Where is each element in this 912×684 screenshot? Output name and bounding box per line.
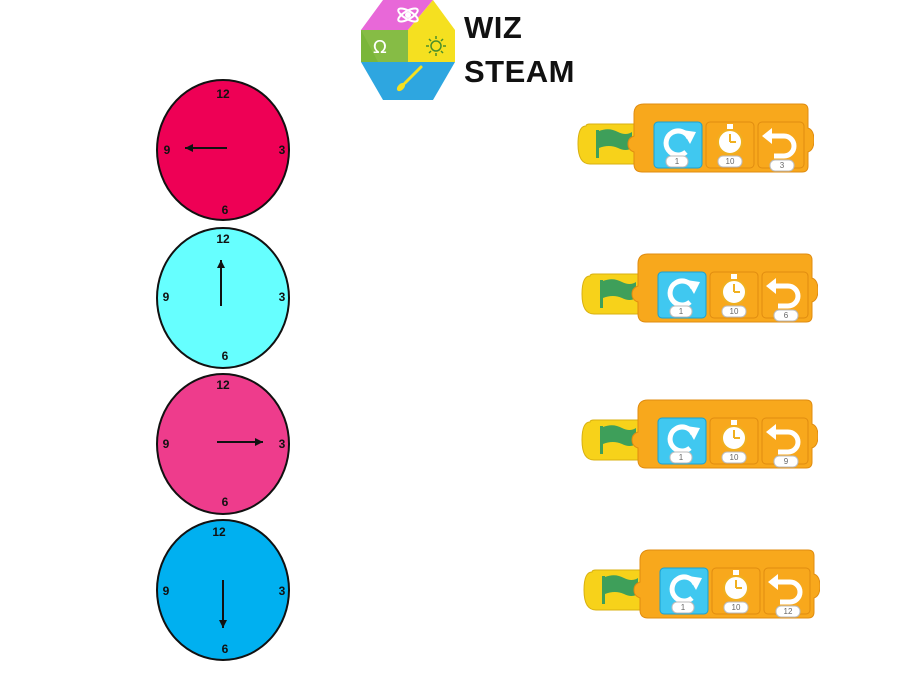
wait-time-value: 10 [726, 157, 735, 166]
turn-amount-field[interactable] [773, 455, 799, 468]
molecule-icon [397, 7, 419, 23]
repeat-count-value: 1 [681, 603, 686, 612]
wait-time-value: 10 [730, 307, 739, 316]
turn-amount-value: 6 [784, 311, 789, 320]
turn-amount-value: 9 [784, 457, 789, 466]
clock-label-9: 9 [164, 143, 171, 157]
repeat-icon [667, 424, 700, 454]
clock-label-6: 6 [222, 495, 229, 509]
stopwatch-icon [721, 420, 747, 451]
logo-text-steam: STEAM [464, 54, 575, 89]
repeat-count-field[interactable] [665, 155, 689, 168]
logo-hexagon: Ω [361, 0, 455, 100]
repeat-icon [663, 128, 696, 158]
repeat-icon [669, 574, 702, 604]
repeat-count-field[interactable] [669, 305, 693, 318]
wiz-steam-logo: Ω WIZ STEAM [358, 0, 588, 100]
wait-time-field[interactable] [721, 451, 747, 464]
code-block-row-2[interactable]: 1 10 6 [578, 250, 819, 326]
clock-hand-arrow [185, 144, 227, 152]
stopwatch-icon [721, 274, 747, 305]
clock-label-3: 3 [279, 143, 286, 157]
clock-label-3: 3 [279, 437, 286, 451]
turn-amount-value: 3 [780, 161, 785, 170]
turn-icon [768, 574, 803, 605]
clock-4: 12 3 6 9 [155, 518, 291, 662]
clock-label-3: 3 [279, 584, 286, 598]
clock-face [156, 227, 290, 369]
clock-label-6: 6 [222, 203, 229, 217]
clock-hand-arrow [217, 260, 225, 306]
turn-amount-field[interactable] [769, 159, 795, 172]
green-flag-icon [600, 425, 636, 454]
code-block-row-4[interactable]: 1 10 12 [580, 546, 821, 622]
repeat-count-field[interactable] [669, 451, 693, 464]
clock-3: 12 3 6 9 [155, 372, 291, 516]
clock-hand-arrow [219, 580, 227, 628]
stopwatch-icon [723, 570, 749, 601]
wait-time-field[interactable] [717, 155, 743, 168]
repeat-count-value: 1 [679, 453, 684, 462]
clock-label-12: 12 [212, 525, 226, 539]
stopwatch-icon [717, 124, 743, 155]
clock-face [156, 79, 290, 221]
omega-icon: Ω [373, 37, 387, 58]
turn-icon [766, 278, 801, 309]
clock-label-12: 12 [216, 87, 230, 101]
clock-label-12: 12 [216, 378, 230, 392]
clock-label-12: 12 [216, 232, 230, 246]
turn-amount-value: 12 [784, 607, 793, 616]
brush-icon [396, 65, 423, 92]
logo-text-wiz: WIZ [464, 10, 523, 45]
clock-hand-arrow [217, 438, 263, 446]
sun-icon [426, 36, 446, 56]
green-flag-icon [602, 575, 638, 604]
repeat-count-value: 1 [679, 307, 684, 316]
wait-time-value: 10 [730, 453, 739, 462]
clock-label-6: 6 [222, 642, 229, 656]
green-flag-icon [600, 279, 636, 308]
code-block-row-3[interactable]: 1 10 9 [578, 396, 819, 472]
clock-label-9: 9 [163, 437, 170, 451]
turn-icon [766, 424, 801, 455]
clock-label-9: 9 [163, 290, 170, 304]
clock-label-9: 9 [163, 584, 170, 598]
repeat-icon [667, 278, 700, 308]
turn-amount-field[interactable] [775, 605, 801, 618]
wait-time-field[interactable] [721, 305, 747, 318]
clock-2: 12 3 6 9 [155, 226, 291, 370]
turn-amount-field[interactable] [773, 309, 799, 322]
clock-label-6: 6 [222, 349, 229, 363]
repeat-count-field[interactable] [671, 601, 695, 614]
code-block-row-1[interactable]: 1 10 3 [574, 100, 815, 176]
wait-time-value: 10 [732, 603, 741, 612]
wait-time-field[interactable] [723, 601, 749, 614]
repeat-count-value: 1 [675, 157, 680, 166]
clock-1: 12 3 6 9 [155, 78, 291, 222]
clock-face [156, 373, 290, 515]
green-flag-icon [596, 129, 632, 158]
turn-icon [762, 128, 797, 159]
clock-label-3: 3 [279, 290, 286, 304]
